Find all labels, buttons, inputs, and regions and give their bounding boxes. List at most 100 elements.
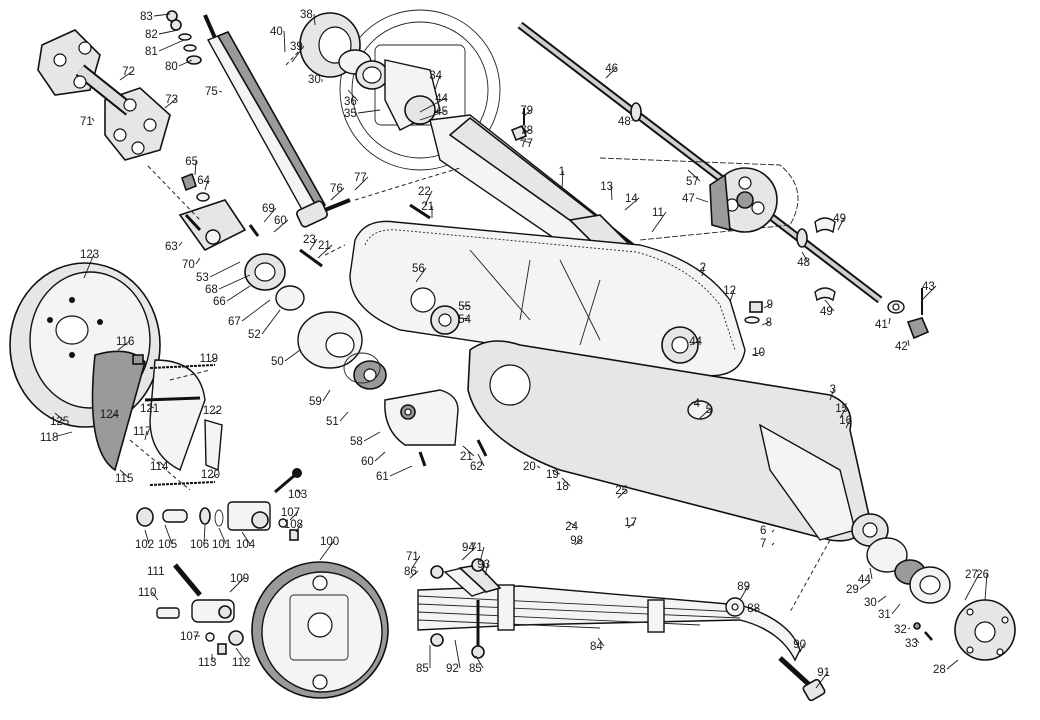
leader-line (824, 299, 835, 312)
part-number: 68 (205, 284, 218, 296)
part-number: 42 (895, 341, 908, 353)
leader-line (561, 170, 564, 189)
leader-line (699, 408, 711, 419)
part-number: 77 (354, 172, 367, 184)
part-number: 17 (624, 517, 637, 529)
part-number: 71 (80, 116, 93, 128)
leader-line (461, 546, 477, 561)
part-number: 61 (376, 471, 389, 483)
part-label-1: 1 (559, 166, 565, 189)
part-number: 50 (271, 356, 284, 368)
part-number: 3 (830, 384, 836, 396)
leader-line (799, 643, 805, 653)
part-label-48: 48 (797, 251, 810, 269)
part-label-55: 55 (458, 301, 471, 313)
part-label-44: 44 (419, 93, 449, 113)
part-number: 108 (284, 519, 303, 531)
part-number: 36 (344, 96, 357, 108)
leader-line (419, 110, 447, 121)
part-label-122: 122 (203, 405, 222, 417)
part-label-73: 73 (164, 94, 178, 109)
leader-line (739, 585, 749, 601)
part-label-26: 26 (976, 569, 989, 601)
part-number: 56 (412, 263, 425, 275)
leader-line (295, 523, 302, 533)
part-number: 122 (203, 405, 222, 417)
leader-line (522, 129, 532, 133)
part-label-44: 44 (858, 567, 873, 586)
part-number: 45 (435, 106, 448, 118)
part-label-14: 14 (624, 193, 640, 211)
leader-line (921, 285, 937, 301)
part-label-84: 84 (590, 637, 605, 653)
part-number: 77 (520, 138, 533, 150)
leader-line (763, 303, 772, 309)
part-number: 70 (182, 259, 195, 271)
part-label-71: 71 (80, 116, 95, 128)
leader-line (209, 261, 241, 278)
leader-line (477, 453, 485, 467)
part-number: 44 (689, 336, 702, 348)
leader-line (523, 109, 532, 117)
part-number: 32 (894, 624, 907, 636)
part-label-88: 88 (747, 603, 760, 615)
part-label-49: 49 (820, 299, 835, 318)
part-number: 31 (878, 609, 891, 621)
part-label-21: 21 (460, 445, 475, 463)
part-number: 94 (462, 542, 475, 554)
leader-line (263, 207, 277, 223)
leader-line (330, 187, 345, 201)
leader-line (354, 176, 369, 191)
part-number: 71 (406, 551, 419, 563)
leader-line (845, 419, 851, 429)
part-label-22: 22 (418, 186, 433, 206)
part-number: 30 (864, 597, 877, 609)
leader-line (829, 388, 835, 401)
part-label-61: 61 (376, 465, 413, 483)
part-label-30: 30 (308, 74, 323, 86)
leader-line (283, 30, 286, 53)
leader-line (374, 451, 386, 462)
part-label-125: 125 (50, 412, 69, 428)
part-number: 8 (766, 317, 772, 329)
part-label-111: 111 (147, 566, 164, 578)
part-number: 63 (165, 241, 178, 253)
leader-line (339, 411, 349, 422)
part-number: 21 (460, 451, 473, 463)
part-label-38: 38 (300, 9, 316, 26)
leader-line (273, 219, 289, 233)
part-label-53: 53 (196, 261, 241, 284)
part-label-106: 106 (190, 524, 209, 551)
leader-line (91, 117, 95, 122)
part-label-120: 120 (201, 469, 220, 481)
leader-line (261, 309, 281, 335)
part-number: 44 (435, 93, 448, 105)
leader-line (309, 238, 318, 251)
axle-small-parts (510, 108, 930, 340)
part-label-71: 71 (470, 542, 485, 563)
part-label-78: 78 (520, 125, 533, 137)
leader-line (694, 402, 699, 406)
leader-line (454, 639, 461, 669)
part-label-52: 52 (248, 309, 281, 341)
part-number: 41 (875, 319, 888, 331)
part-number: 91 (817, 667, 830, 679)
leader-line (158, 29, 179, 35)
leaf-spring (417, 558, 826, 702)
part-label-65: 65 (185, 156, 198, 176)
drive-chain (599, 157, 799, 241)
part-label-82: 82 (145, 29, 179, 41)
part-label-91: 91 (815, 667, 830, 689)
leader-line (801, 251, 809, 263)
part-label-39: 39 (290, 41, 305, 63)
part-number: 120 (201, 469, 220, 481)
part-label-20: 20 (523, 461, 541, 473)
backing-plate-outline (339, 9, 501, 171)
leader-line (229, 577, 245, 593)
part-label-69: 69 (262, 203, 277, 223)
part-number: 85 (416, 663, 429, 675)
bolts (181, 172, 488, 467)
part-label-112: 112 (232, 647, 250, 669)
leader-line (241, 531, 251, 545)
leader-line (409, 570, 419, 579)
